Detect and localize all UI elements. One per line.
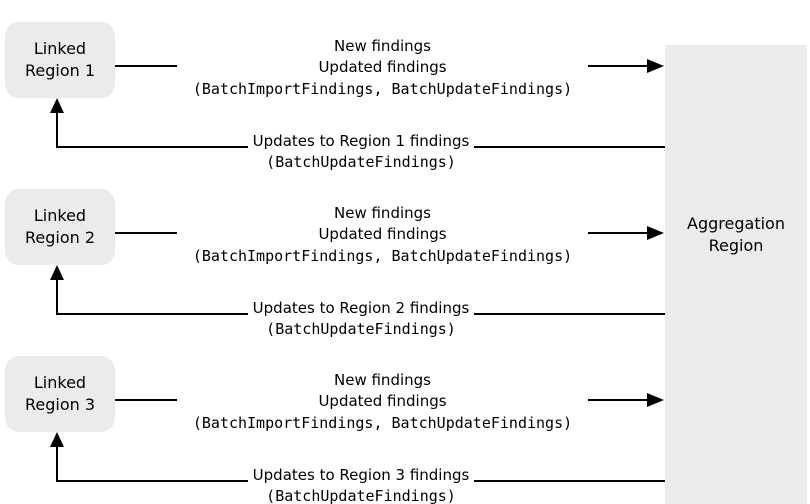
region-3-row: Linked Region 3 New findings Updated fin…: [0, 334, 810, 504]
forward-api-names: (BatchImportFindings, BatchUpdateFinding…: [192, 247, 573, 265]
forward-connector-line-end: [588, 399, 648, 401]
return-api-names: (BatchUpdateFindings): [266, 153, 456, 171]
aggregation-label-line2: Region: [708, 236, 764, 255]
forward-connector-line-start: [115, 399, 177, 401]
forward-label-new-findings: New findings: [334, 204, 431, 222]
return-flow-label-wrap: Updates to Region 2 findings: [57, 298, 665, 318]
return-label: Updates to Region 2 findings: [247, 298, 475, 318]
return-label: Updates to Region 3 findings: [247, 465, 475, 485]
return-api-names: (BatchUpdateFindings): [266, 487, 456, 504]
forward-api-names: (BatchImportFindings, BatchUpdateFinding…: [192, 80, 573, 98]
return-label: Updates to Region 1 findings: [247, 131, 475, 151]
return-connector-vertical-line: [56, 112, 58, 148]
forward-label-updated-findings: Updated findings: [318, 58, 447, 76]
forward-flow-labels: New findings Updated findings (BatchImpo…: [177, 36, 588, 100]
return-connector-vertical-line: [56, 446, 58, 482]
return-api-names: (BatchUpdateFindings): [266, 320, 456, 338]
forward-connector-line-start: [115, 232, 177, 234]
forward-label-new-findings: New findings: [334, 371, 431, 389]
forward-flow-labels: New findings Updated findings (BatchImpo…: [177, 203, 588, 267]
region-1-row: Linked Region 1 New findings Updated fin…: [0, 0, 810, 171]
linked-region-2-label-line1: Linked: [33, 206, 87, 225]
arrowhead-right-icon: [647, 393, 664, 407]
linked-region-1-box: Linked Region 1: [5, 22, 115, 98]
return-flow-label-wrap: Updates to Region 3 findings: [57, 465, 665, 485]
aggregation-label-line1: Aggregation: [687, 214, 785, 233]
linked-region-2-label-line2: Region 2: [24, 228, 96, 247]
linked-region-3-label-line2: Region 3: [24, 395, 96, 414]
forward-connector-line-end: [588, 65, 648, 67]
aggregation-region-box: Aggregation Region: [665, 45, 807, 504]
forward-label-new-findings: New findings: [334, 37, 431, 55]
arrowhead-right-icon: [647, 226, 664, 240]
linked-region-3-label-line1: Linked: [33, 373, 87, 392]
forward-flow-labels: New findings Updated findings (BatchImpo…: [177, 370, 588, 434]
linked-region-3-box: Linked Region 3: [5, 356, 115, 432]
return-connector-vertical-line: [56, 279, 58, 315]
forward-connector-line-start: [115, 65, 177, 67]
linked-region-1-label-line1: Linked: [33, 39, 87, 58]
arrowhead-right-icon: [647, 59, 664, 73]
forward-connector-line-end: [588, 232, 648, 234]
linked-region-1-label-line2: Region 1: [24, 61, 96, 80]
arrowhead-up-icon: [50, 432, 64, 447]
arrowhead-up-icon: [50, 265, 64, 280]
linked-region-2-box: Linked Region 2: [5, 189, 115, 265]
forward-label-updated-findings: Updated findings: [318, 225, 447, 243]
arrowhead-up-icon: [50, 98, 64, 113]
aggregation-region-label: Aggregation Region: [665, 213, 807, 257]
forward-api-names: (BatchImportFindings, BatchUpdateFinding…: [192, 414, 573, 432]
region-2-row: Linked Region 2 New findings Updated fin…: [0, 167, 810, 338]
return-flow-label-wrap: Updates to Region 1 findings: [57, 131, 665, 151]
forward-label-updated-findings: Updated findings: [318, 392, 447, 410]
